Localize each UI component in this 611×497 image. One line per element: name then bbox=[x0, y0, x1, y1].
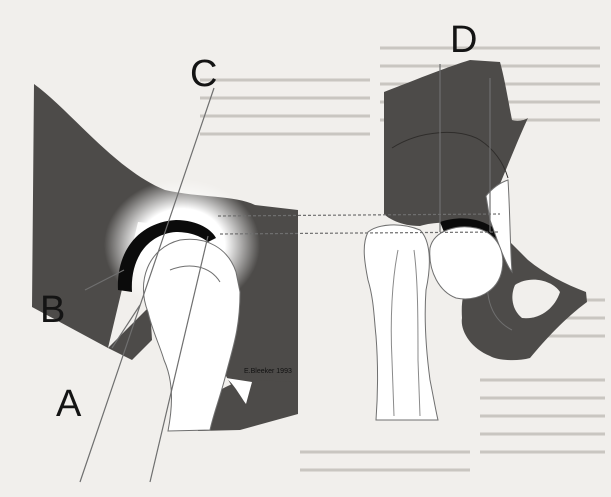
left-hip-view: E.Bleeker 1993 bbox=[32, 84, 298, 431]
right-femoral-head bbox=[430, 227, 503, 299]
label-b: B bbox=[40, 289, 65, 331]
right-hip-view bbox=[364, 60, 587, 420]
label-a: A bbox=[56, 383, 82, 425]
label-d: D bbox=[450, 19, 477, 61]
right-femur bbox=[364, 225, 438, 420]
label-c: C bbox=[190, 53, 217, 95]
signature-text: E.Bleeker 1993 bbox=[244, 368, 292, 375]
